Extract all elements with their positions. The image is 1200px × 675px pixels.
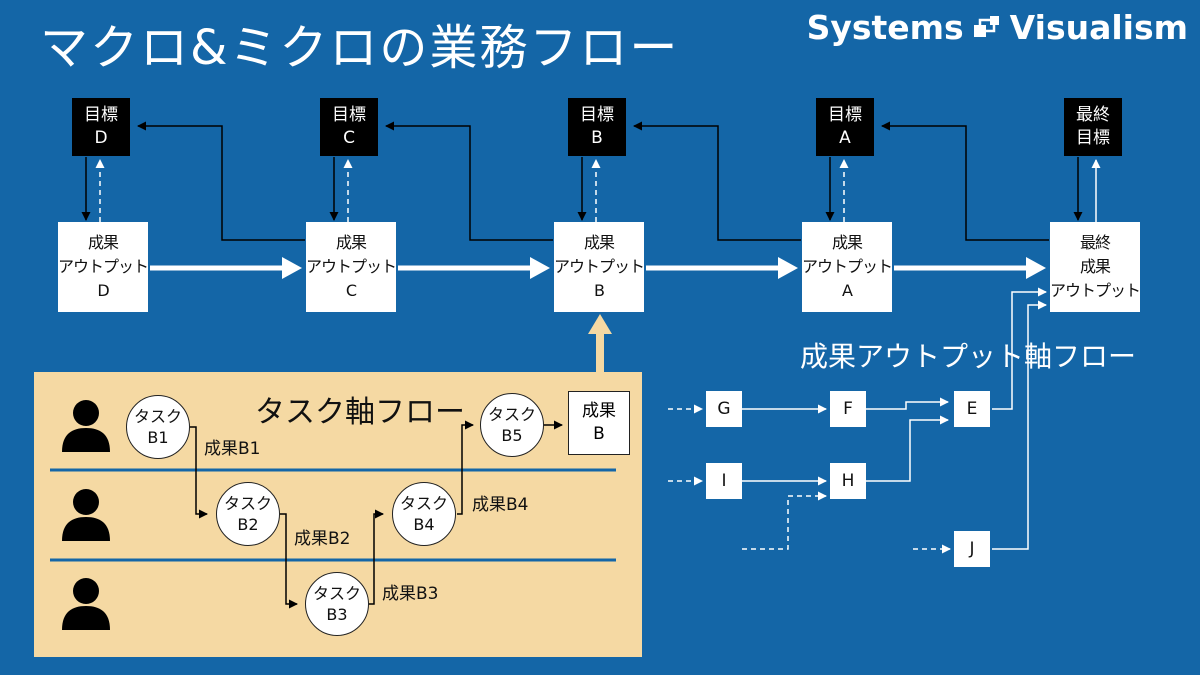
output-d: 成果 アウトプット D: [58, 222, 149, 312]
goal-label: 目標: [84, 105, 118, 125]
goal-label: 目標: [580, 105, 614, 125]
task-id: B2: [237, 515, 259, 534]
task-result-label: 成果B1: [204, 439, 261, 459]
output-line: 成果: [831, 233, 863, 252]
output-b: 成果 アウトプット B: [554, 222, 645, 312]
output-axis-label: 成果アウトプット軸フロー: [800, 340, 1137, 373]
goal-c: 目標 C: [320, 98, 378, 156]
result-label: 成果: [582, 401, 616, 421]
node-i: I: [706, 463, 742, 499]
output-a: 成果 アウトプット A: [802, 222, 893, 312]
result-id: B: [593, 424, 605, 444]
brand-logo: Systems Visualism: [807, 8, 1188, 47]
brand-left: Systems: [806, 8, 964, 47]
task-b1: タスク B1: [126, 395, 190, 459]
goal-label: 目標: [828, 105, 862, 125]
person-icon: [62, 578, 110, 630]
task-b2: タスク B2: [216, 482, 280, 546]
output-line: 成果: [87, 233, 119, 252]
task-id: B4: [413, 515, 435, 534]
goal-id: A: [839, 128, 851, 148]
node-f: F: [830, 391, 866, 427]
output-line: アウトプット: [58, 257, 149, 276]
task-id: B1: [147, 428, 169, 447]
goal-id: D: [94, 128, 108, 148]
goal-a: 目標 A: [816, 98, 874, 156]
output-line: 最終: [1079, 233, 1111, 252]
node-h: H: [830, 463, 866, 499]
page-title: マクロ&ミクロの業務フロー: [40, 20, 680, 76]
goal-id: 目標: [1076, 128, 1110, 148]
goal-b: 目標 B: [568, 98, 626, 156]
output-line: B: [594, 281, 605, 300]
node-j: J: [954, 531, 990, 567]
goal-id: B: [591, 128, 603, 148]
goal-label: 目標: [332, 105, 366, 125]
task-label: タスク: [399, 494, 448, 513]
goal-final: 最終 目標: [1064, 98, 1122, 156]
systems-logo-icon: [973, 15, 999, 37]
task-id: B3: [326, 605, 348, 624]
output-line: 成果: [335, 233, 367, 252]
output-line: アウトプット: [306, 257, 397, 276]
person-icon: [62, 400, 110, 452]
output-final: 最終 成果 アウトプット: [1050, 222, 1141, 312]
task-label: タスク: [133, 407, 182, 426]
output-line: 成果: [583, 233, 615, 252]
output-line: アウトプット: [1050, 281, 1141, 300]
output-line: A: [842, 281, 853, 300]
task-result-label: 成果B4: [472, 495, 529, 515]
goal-d: 目標 D: [72, 98, 130, 156]
task-b5: タスク B5: [480, 393, 544, 457]
goal-id: C: [343, 128, 355, 148]
task-result-label: 成果B2: [294, 529, 351, 549]
node-e: E: [954, 391, 990, 427]
output-line: アウトプット: [802, 257, 893, 276]
task-result-label: 成果B3: [382, 584, 439, 604]
output-line: アウトプット: [554, 257, 645, 276]
task-label: タスク: [223, 494, 272, 513]
task-label: タスク: [487, 405, 536, 424]
output-c: 成果 アウトプット C: [306, 222, 397, 312]
output-line: C: [345, 281, 357, 300]
node-g: G: [706, 391, 742, 427]
task-id: B5: [501, 426, 523, 445]
output-line: 成果: [1079, 257, 1111, 276]
output-line: D: [97, 281, 109, 300]
task-b3: タスク B3: [305, 572, 369, 636]
brand-right: Visualism: [1009, 8, 1188, 47]
task-axis-label: タスク軸フロー: [255, 395, 465, 430]
result-b-box: 成果 B: [568, 391, 630, 455]
task-b4: タスク B4: [392, 482, 456, 546]
task-label: タスク: [312, 584, 361, 603]
goal-label: 最終: [1076, 105, 1110, 125]
person-icon: [62, 489, 110, 541]
